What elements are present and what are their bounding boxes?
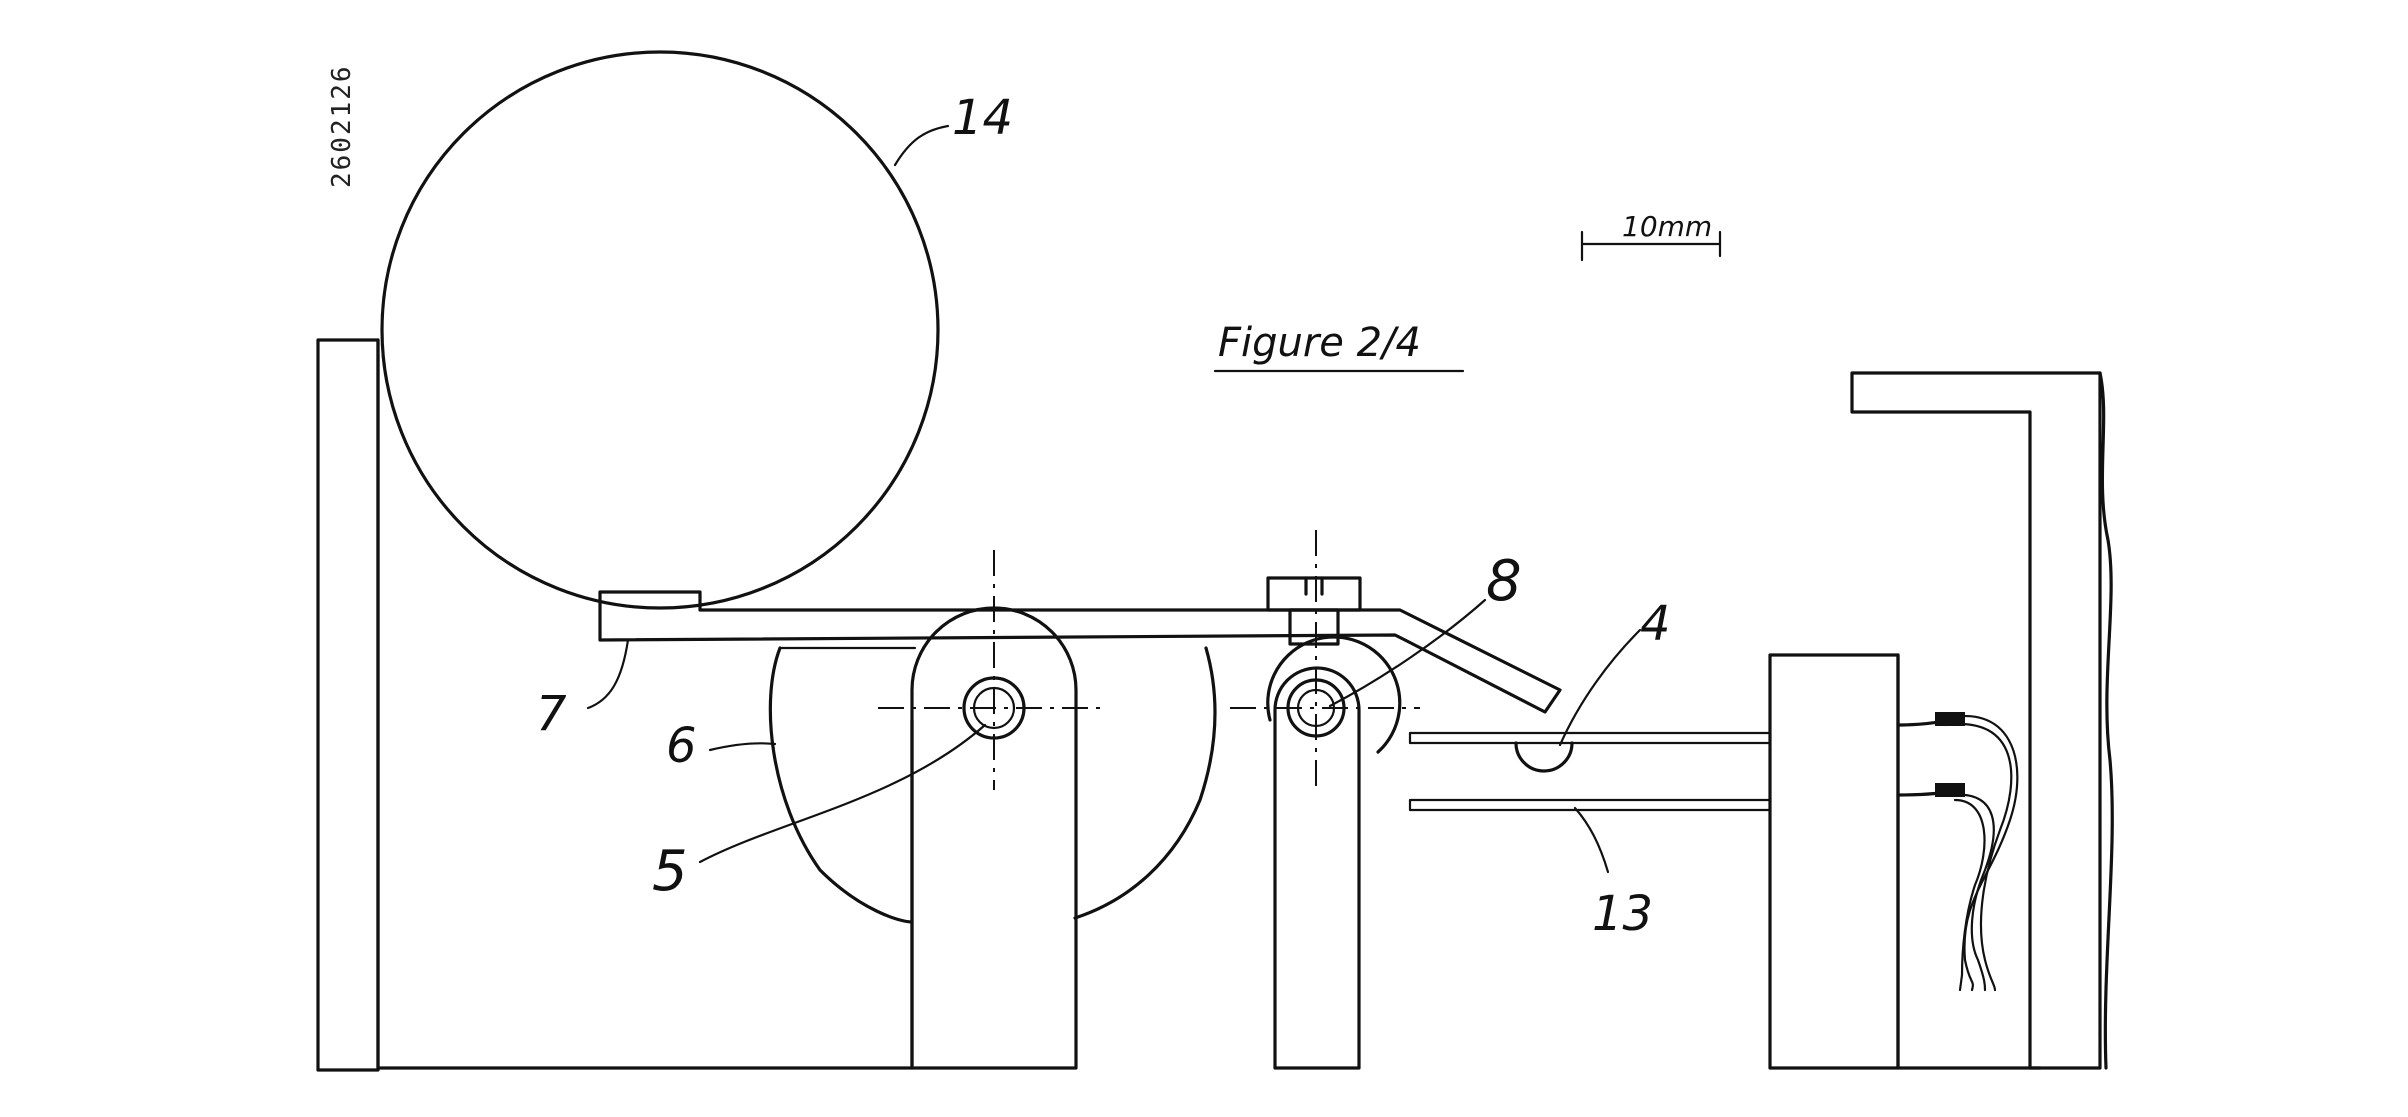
scale-bar-label: 10mm	[1622, 210, 1712, 243]
leader-13	[1573, 806, 1610, 874]
screw-head	[1266, 576, 1362, 646]
leader-6	[708, 742, 777, 752]
scale-bar: 10mm	[1580, 210, 1722, 262]
label-14: 14	[952, 90, 1013, 146]
left-chamber-floor	[376, 338, 914, 1070]
left-wall	[316, 338, 380, 1072]
label-5: 5	[652, 839, 688, 904]
leader-14	[893, 124, 950, 167]
leader-5	[698, 723, 987, 864]
leader-7	[586, 638, 630, 710]
cam-6	[768, 646, 1217, 924]
figure-caption: Figure 2/4	[1218, 320, 1421, 366]
leader-8	[1328, 598, 1487, 708]
patent-number: 2602126	[327, 64, 357, 188]
lever-plate	[598, 590, 1562, 714]
label-7: 7	[536, 686, 567, 742]
label-4: 4	[1640, 596, 1671, 652]
ball-14	[380, 50, 940, 610]
wires	[1896, 712, 2019, 992]
label-6: 6	[666, 718, 697, 774]
contact-blades	[1408, 731, 1772, 812]
leader-4	[1558, 628, 1642, 747]
label-13: 13	[1592, 886, 1653, 942]
right-inner-chamber	[1896, 653, 2042, 1070]
pivot-post-8	[1266, 635, 1402, 1070]
label-8: 8	[1486, 549, 1522, 614]
blade-holder-block	[1768, 653, 1900, 1070]
right-wall	[1850, 371, 2114, 1070]
